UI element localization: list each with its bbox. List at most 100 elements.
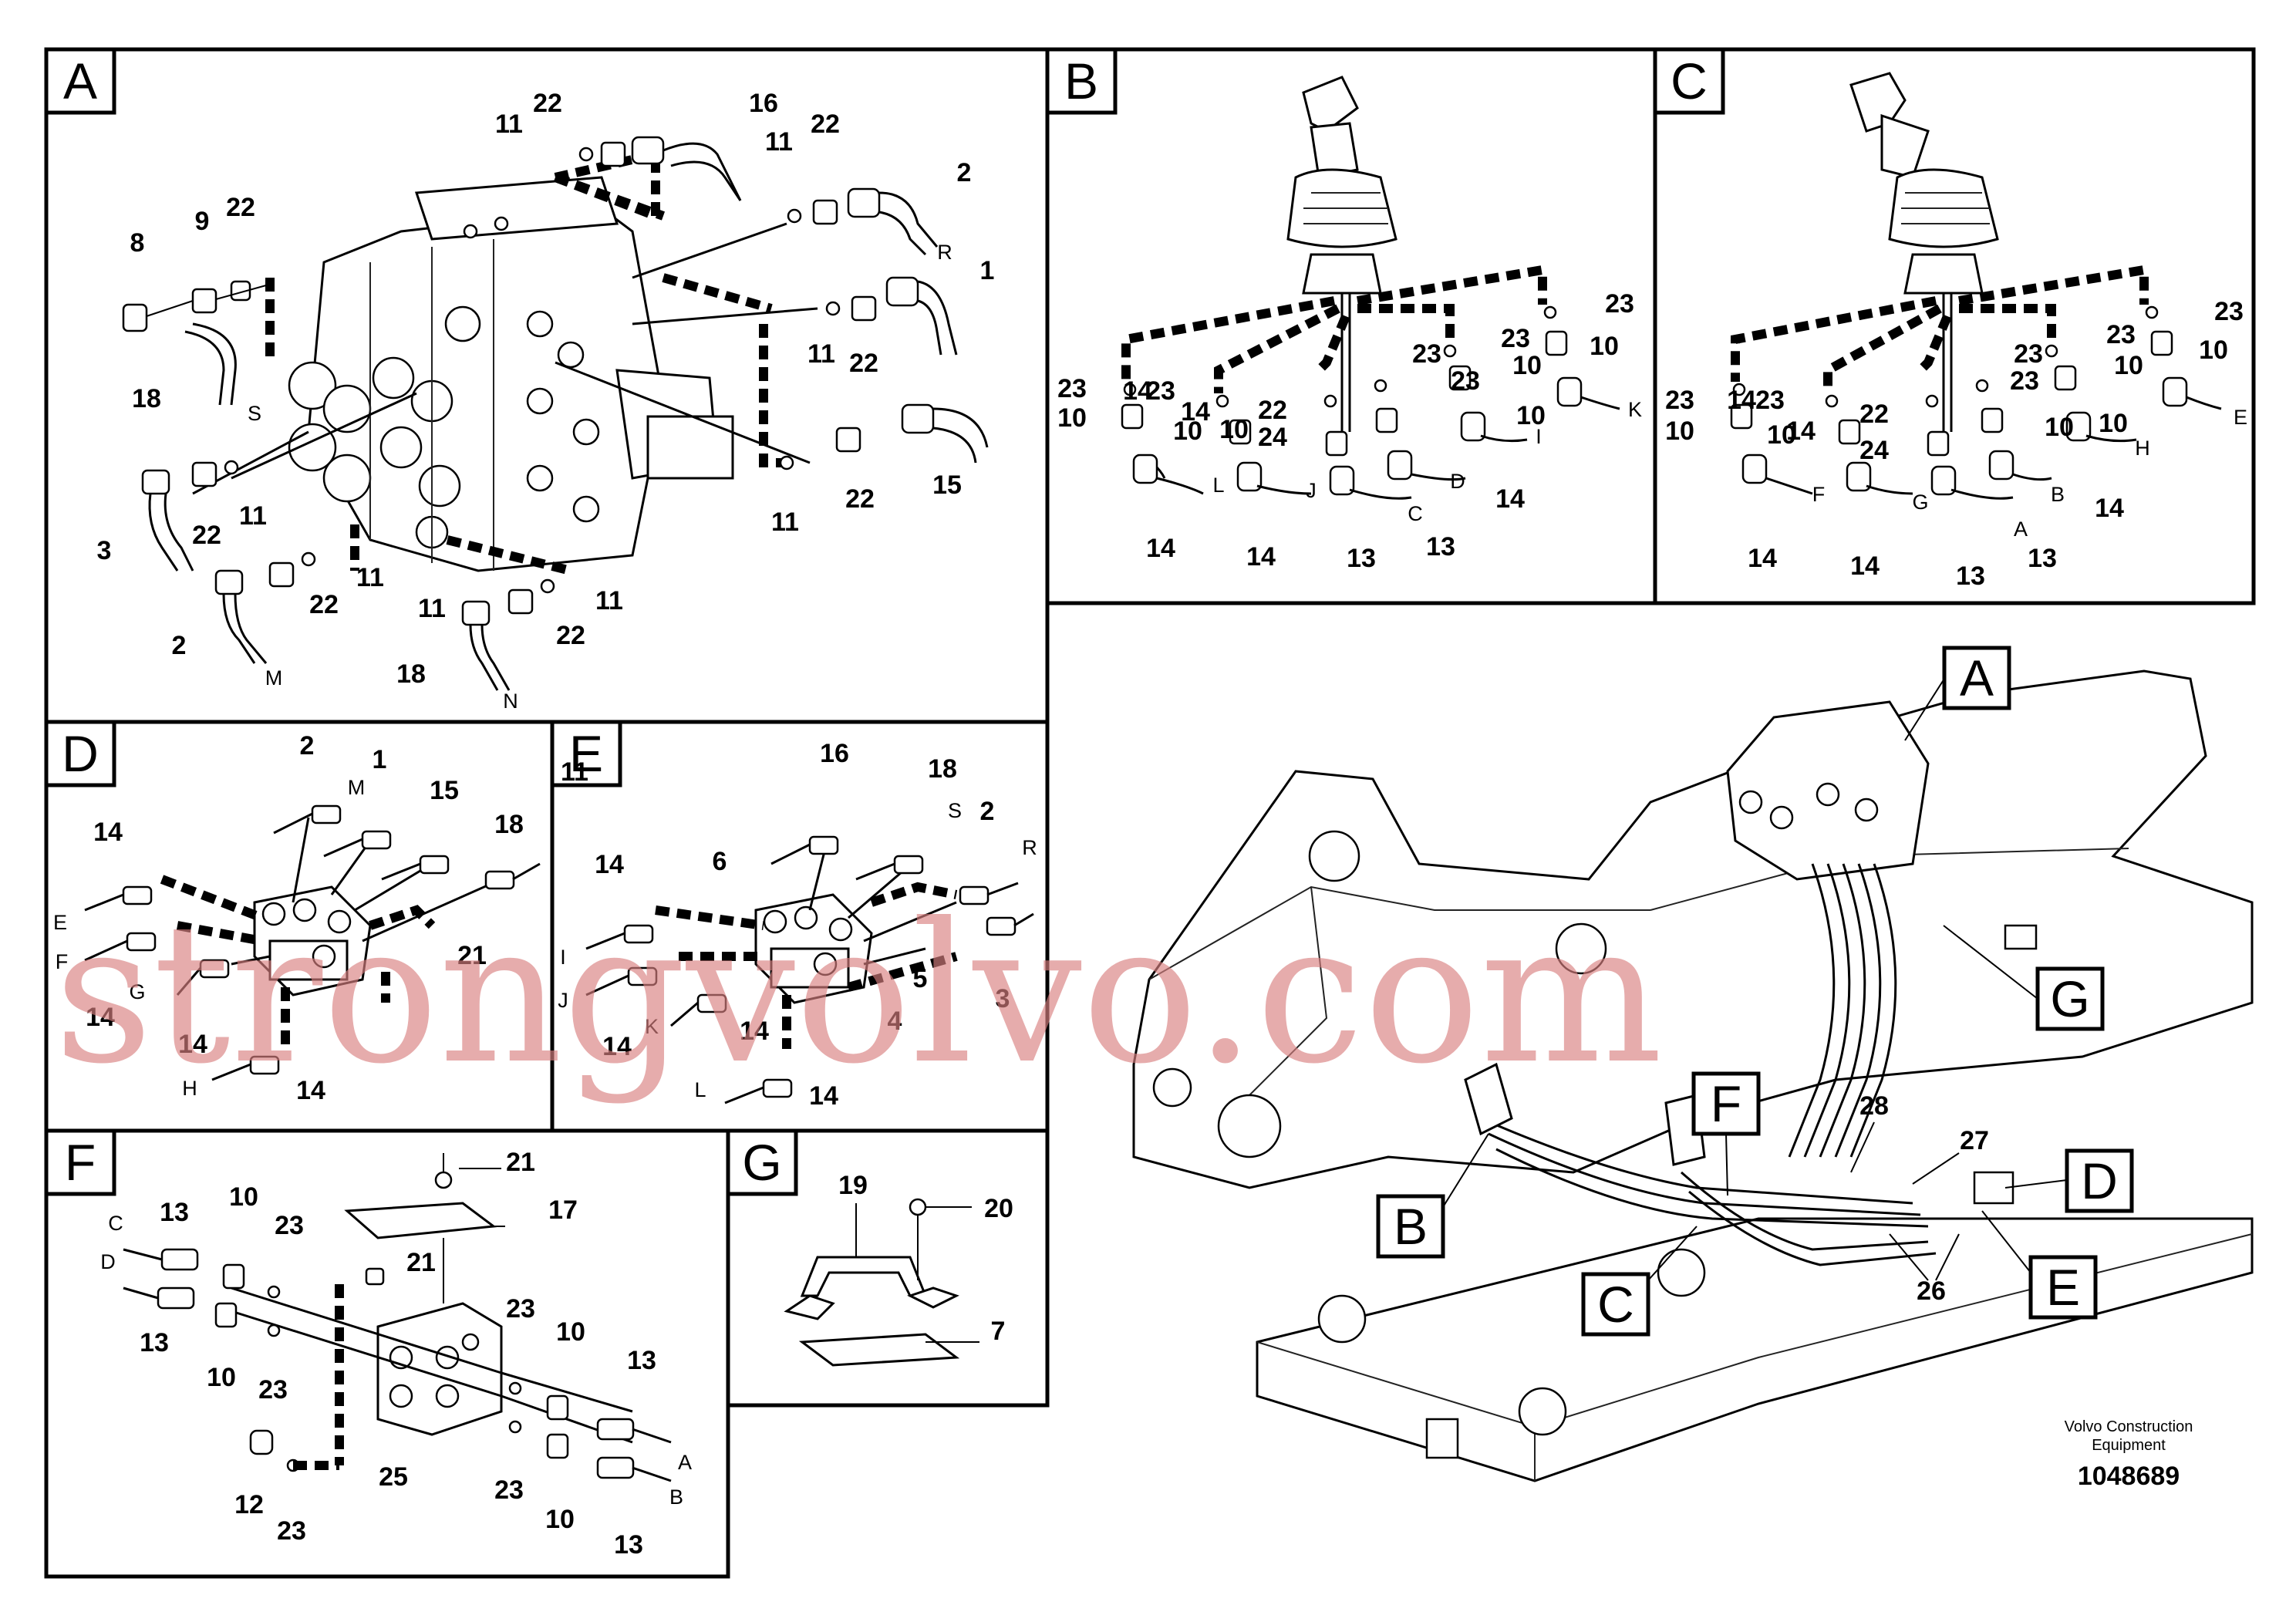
panel-f-art xyxy=(123,1153,672,1482)
panel-c-letter: C xyxy=(1671,52,1708,110)
joystick-left xyxy=(1286,76,1397,432)
fittings-b xyxy=(1121,305,1620,500)
port-letter-label: R xyxy=(937,241,952,264)
part-number-label: 14 xyxy=(740,1017,769,1046)
part-number-label: 18 xyxy=(396,659,426,689)
callout-d: D xyxy=(2081,1152,2118,1209)
panel-f-letter: F xyxy=(65,1134,96,1191)
part-number-label: 14 xyxy=(86,1003,115,1032)
part-number-label: 14 xyxy=(178,1030,207,1059)
part-number-label: 14 xyxy=(1181,397,1210,427)
fitting-group-right-top xyxy=(787,187,939,256)
port-letter-label: E xyxy=(53,911,67,934)
part-number-label: 3 xyxy=(97,536,112,565)
part-number-label: 23 xyxy=(1412,339,1441,369)
panel-c-frame xyxy=(1653,47,2256,605)
panel-c-art xyxy=(1730,72,2222,500)
port-letter-label: H xyxy=(182,1077,197,1100)
part-number-label: 14 xyxy=(2095,494,2124,523)
part-number-label: 15 xyxy=(430,776,459,805)
part-number-label: 2 xyxy=(980,797,995,826)
port-letter-label: J xyxy=(1306,479,1317,502)
port-letter-label: E xyxy=(2234,406,2247,429)
part-number-label: 22 xyxy=(556,621,585,650)
part-number-label: 23 xyxy=(1451,366,1480,396)
watermark: strongvolvo.com xyxy=(54,882,1663,1106)
part-number-label: 11 xyxy=(807,339,835,369)
part-number-label: 10 xyxy=(1767,420,1796,450)
part-number-label: 10 xyxy=(2099,409,2128,438)
part-number-label: 10 xyxy=(545,1505,575,1534)
joystick-right xyxy=(1849,72,1999,432)
part-number-label: 10 xyxy=(229,1182,258,1212)
part-number-label: 14 xyxy=(1246,542,1276,572)
port-letter-label: D xyxy=(1450,470,1465,493)
part-number-label: 22 xyxy=(309,590,339,619)
overview-callouts: A G B F C D E 28 27 26 xyxy=(1376,646,2134,1337)
part-number-label: 13 xyxy=(614,1530,643,1560)
part-number-label: 22 xyxy=(1859,400,1889,429)
part-number-label: 23 xyxy=(2106,320,2136,349)
port-letter-label: L xyxy=(1212,474,1224,497)
part-number-label: 14 xyxy=(1727,386,1756,415)
part-number-label: 2 xyxy=(300,731,315,760)
part-number-label: 2 xyxy=(957,158,972,187)
port-letter-label: G xyxy=(129,980,145,1003)
callout-c: C xyxy=(1597,1276,1634,1333)
part-number-label: 10 xyxy=(1590,332,1619,361)
part-number-label: 2 xyxy=(172,631,187,660)
brand-line-2: Equipment xyxy=(2092,1437,2166,1454)
part-number-label: 21 xyxy=(457,941,487,970)
port-letter-label: D xyxy=(100,1250,116,1273)
port-letter-label: M xyxy=(265,666,283,690)
part-number-label: 10 xyxy=(2114,351,2143,380)
part-number-label: 13 xyxy=(1426,532,1455,561)
part-number-label: 14 xyxy=(93,818,123,847)
part-number-label: 18 xyxy=(928,754,957,784)
callout-c-box xyxy=(1581,1272,1650,1337)
part-number-label: 10 xyxy=(2199,336,2228,365)
port-letter-label: A xyxy=(678,1451,692,1474)
part-number-label: 23 xyxy=(1501,324,1530,353)
port-letter-label: L xyxy=(694,1078,706,1101)
overview-machine xyxy=(1132,669,2254,1482)
part-number-label: 23 xyxy=(2014,339,2043,369)
port-letter-label: F xyxy=(56,950,69,973)
part-number-label: 5 xyxy=(913,964,928,993)
port-letter-label: N xyxy=(503,690,518,713)
cover-plate xyxy=(344,1153,505,1303)
part-number-label: 21 xyxy=(406,1248,436,1277)
part-number-label: 22 xyxy=(845,484,875,514)
part-number-label: 14 xyxy=(1123,376,1152,406)
panel-b-letter: B xyxy=(1064,52,1098,110)
port-letter-label: C xyxy=(108,1212,123,1235)
part-number-label: 10 xyxy=(207,1363,236,1392)
part-number-label: 25 xyxy=(379,1462,408,1492)
part-number-label: 23 xyxy=(258,1375,288,1404)
part-number-label: 18 xyxy=(494,810,524,839)
part-number-label: 11 xyxy=(495,110,523,139)
panel-b-art xyxy=(1121,76,1620,500)
part-number-label: 10 xyxy=(556,1317,585,1347)
port-letter-label: H xyxy=(2135,437,2150,460)
part-number-label: 13 xyxy=(140,1328,169,1357)
part-number-label: 23 xyxy=(506,1294,535,1324)
overview-number: 26 xyxy=(1917,1276,1946,1306)
fitting-group-right-mid xyxy=(825,276,958,356)
brand-line-1: Volvo Construction xyxy=(2065,1418,2193,1435)
part-number-label: 20 xyxy=(984,1194,1013,1223)
panel-g-letter: G xyxy=(742,1134,781,1191)
part-number-label: 23 xyxy=(1057,374,1087,403)
callout-b-box xyxy=(1376,1194,1445,1259)
part-number-label: 22 xyxy=(811,110,840,139)
part-number-label: 24 xyxy=(1258,423,1287,452)
part-number-label: 14 xyxy=(1146,534,1175,563)
callout-a-box xyxy=(1942,646,2011,710)
part-number-label: 1 xyxy=(373,745,387,774)
part-number-label: 23 xyxy=(1665,386,1694,415)
part-number-label: 11 xyxy=(418,594,446,623)
drawing-number: 1048689 xyxy=(2078,1462,2180,1491)
port-letter-label: B xyxy=(2051,483,2065,506)
part-number-label: 10 xyxy=(2045,413,2074,442)
